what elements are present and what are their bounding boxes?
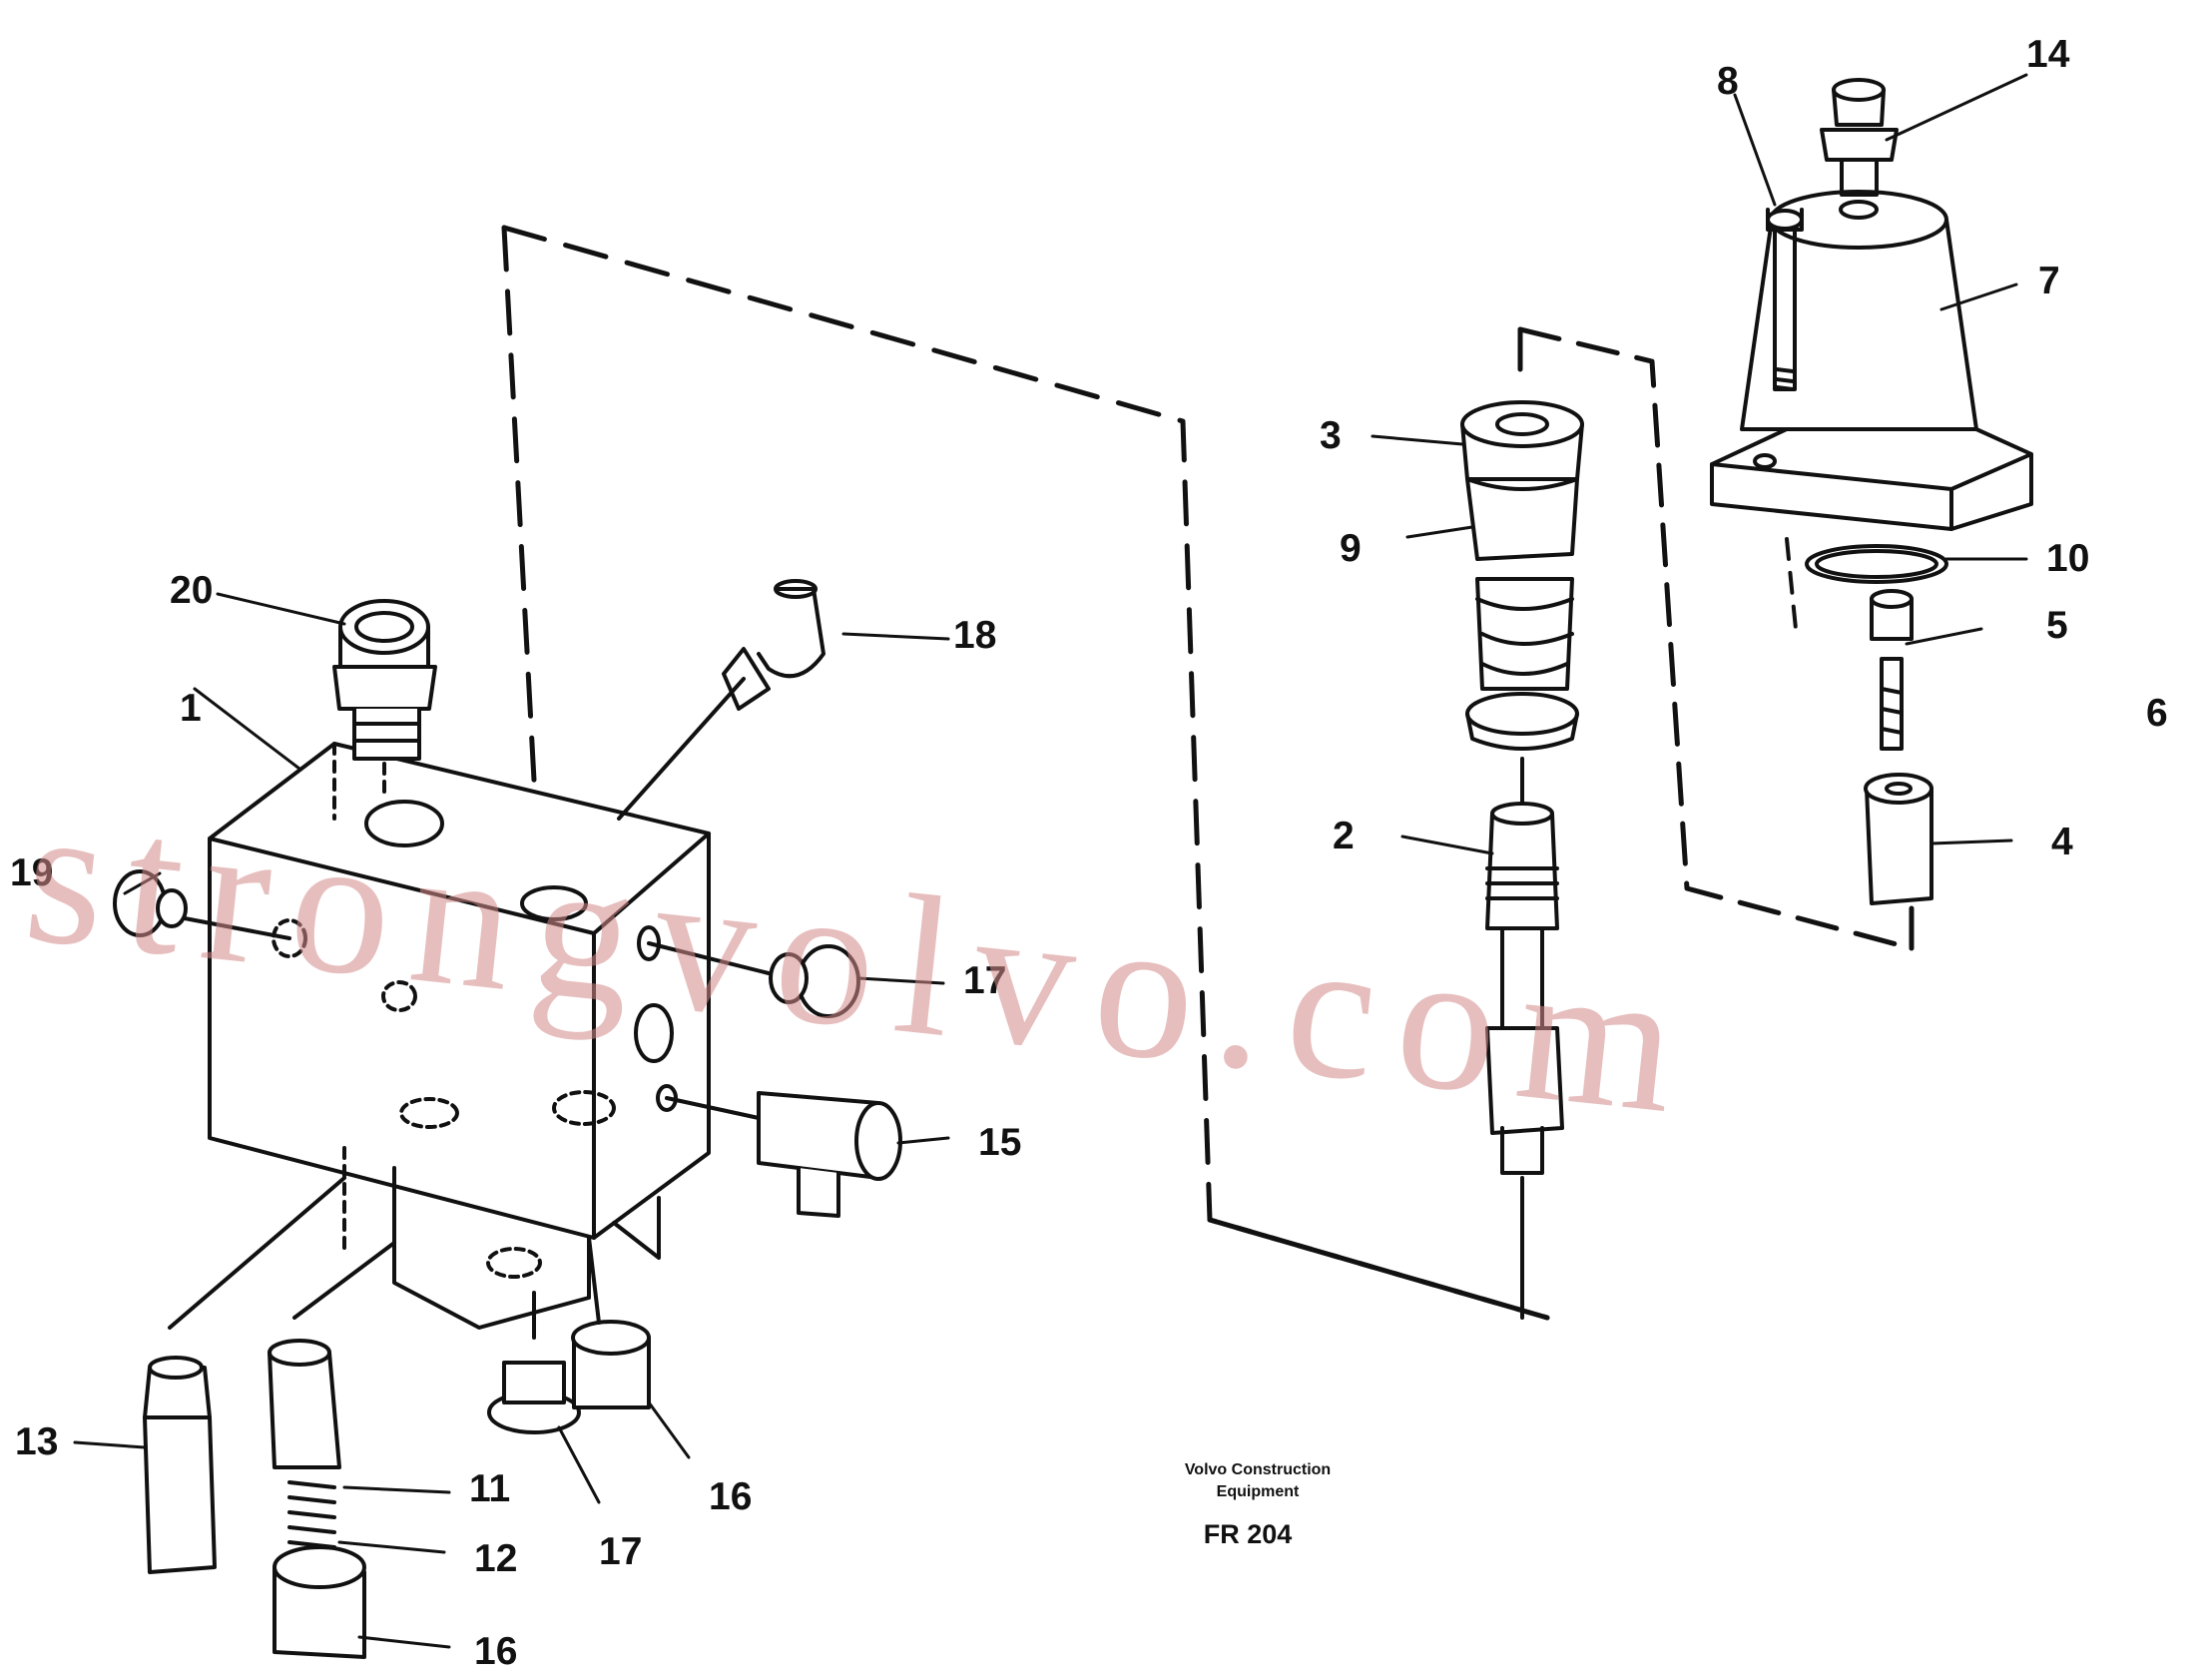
manufacturer-caption-line1: Volvo Construction (1184, 1461, 1332, 1478)
elbow-18 (617, 579, 826, 821)
plug-16-bottom (571, 1236, 651, 1409)
callout-15: 15 (978, 1121, 1022, 1164)
callout-8: 8 (1717, 60, 1739, 103)
manufacturer-caption-line2: Equipment (1216, 1483, 1300, 1500)
callout-13: 13 (15, 1420, 59, 1463)
callout-19: 19 (10, 851, 54, 894)
screw-5 (1870, 589, 1914, 751)
callout-3: 3 (1320, 414, 1342, 457)
spring-9 (1465, 477, 1579, 811)
poppet-11 (268, 1241, 396, 1469)
callout-14: 14 (2026, 33, 2070, 76)
figure-code: FR 204 (1203, 1519, 1293, 1549)
swivel-fitting-15 (665, 1091, 902, 1218)
plug-16-lower (273, 1545, 366, 1659)
callout-10: 10 (2046, 537, 2090, 580)
callout-16-center: 16 (709, 1475, 753, 1518)
callout-7: 7 (2038, 260, 2060, 302)
callout-4: 4 (2051, 821, 2073, 863)
assembly-dashed-outline (501, 225, 1550, 1321)
callout-20: 20 (170, 569, 214, 612)
callout-16-lower: 16 (474, 1630, 518, 1673)
callout-17-right: 17 (963, 959, 1007, 1002)
fitting-20 (332, 599, 437, 801)
fitting-14 (1820, 78, 1899, 197)
spool-2 (1485, 802, 1564, 1320)
bolt-8 (1766, 208, 1804, 391)
callout-11: 11 (469, 1467, 511, 1510)
valve-block (208, 742, 711, 1330)
plug-17-bottom (487, 1291, 581, 1434)
callout-1: 1 (180, 687, 202, 730)
sleeve-3 (1460, 400, 1584, 481)
spring-12 (287, 1480, 336, 1549)
cartridge-13 (143, 1176, 346, 1574)
plug-19 (113, 869, 291, 940)
piston-4 (1864, 773, 1933, 905)
callout-2: 2 (1333, 815, 1355, 857)
seal-10 (1805, 544, 1948, 584)
callout-18: 18 (953, 614, 997, 657)
callout-9: 9 (1340, 527, 1362, 570)
leader-lines (73, 73, 2028, 1649)
cover-7 (1710, 190, 2033, 531)
callout-17-bottom: 17 (599, 1530, 643, 1573)
plug-17-right (647, 941, 860, 1018)
callout-5: 5 (2046, 604, 2068, 647)
callout-6: 6 (2146, 692, 2168, 735)
callout-12: 12 (474, 1537, 518, 1580)
